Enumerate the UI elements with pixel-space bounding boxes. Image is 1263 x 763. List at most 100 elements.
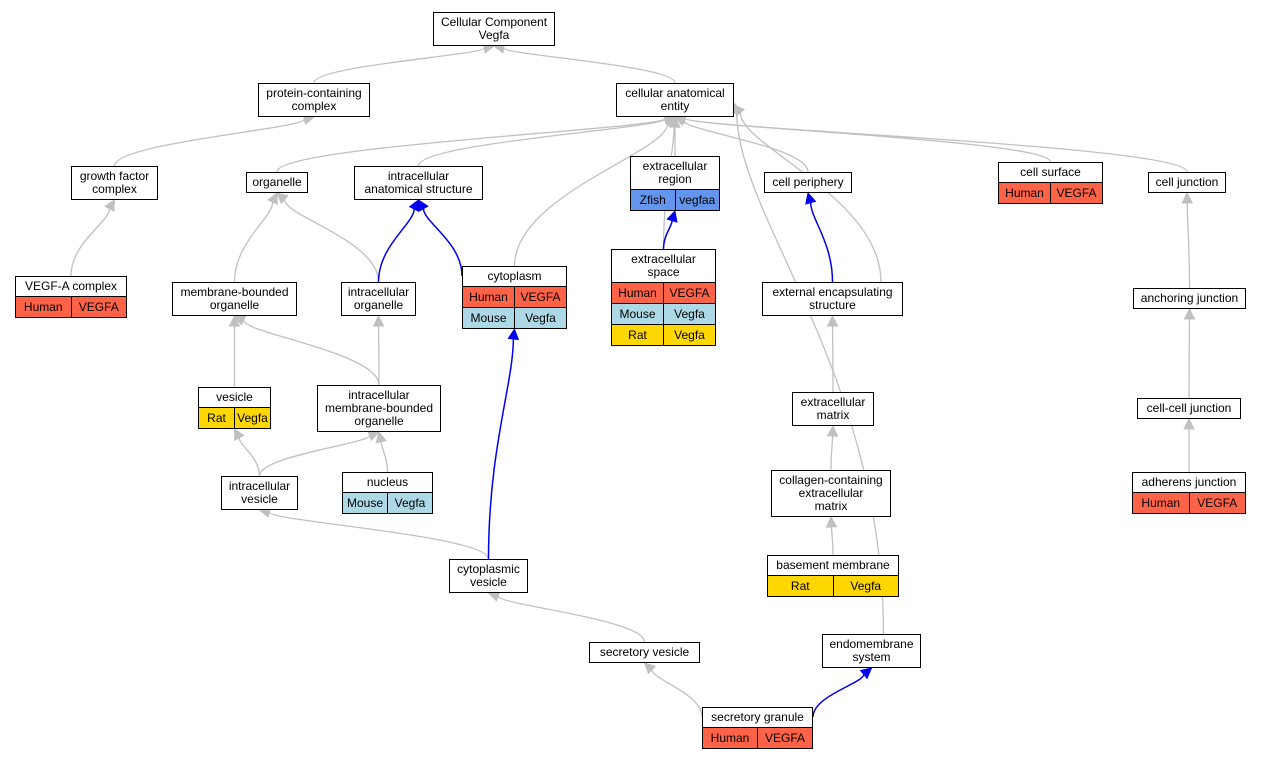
species-cell: Rat bbox=[768, 576, 833, 596]
edge-ccem-to-em bbox=[830, 435, 834, 471]
term-label-line: vesicle bbox=[241, 492, 278, 506]
arrowhead-cyto-to-ias bbox=[417, 199, 429, 212]
term-label: VEGF-A complex bbox=[16, 277, 126, 296]
species-cell: Rat bbox=[199, 408, 234, 428]
term-label-line: cell surface bbox=[1020, 165, 1081, 179]
go-term-aj[interactable]: anchoring junction bbox=[1133, 288, 1246, 309]
term-label-line: space bbox=[647, 265, 680, 279]
species-cell: Human bbox=[1133, 493, 1189, 513]
species-cell: Human bbox=[612, 283, 663, 303]
arrowhead-ves-to-mbo bbox=[228, 314, 241, 327]
term-label: cytoplasm bbox=[463, 267, 566, 286]
term-label-line: intracellular bbox=[348, 388, 410, 402]
gene-cell: Vegfa bbox=[514, 308, 566, 328]
species-cell: Human bbox=[16, 297, 71, 317]
term-label-line: structure bbox=[809, 298, 856, 312]
term-label-line: matrix bbox=[816, 408, 850, 422]
term-label-line: organelle bbox=[353, 298, 404, 312]
term-label-line: secretory vesicle bbox=[599, 645, 690, 659]
term-label-line: external encapsulating bbox=[772, 285, 893, 299]
species-cell: Mouse bbox=[343, 493, 387, 513]
go-term-org[interactable]: organelle bbox=[246, 172, 308, 193]
term-label-line: system bbox=[852, 650, 891, 664]
go-term-cj[interactable]: cell junction bbox=[1148, 172, 1226, 193]
term-label-line: nucleus bbox=[366, 475, 409, 489]
go-term-cp[interactable]: cell periphery bbox=[764, 172, 852, 193]
term-label: cell-cell junction bbox=[1138, 399, 1240, 418]
edge-cae-to-root bbox=[503, 47, 676, 84]
gene-cell: VEGFA bbox=[757, 728, 812, 748]
edge-iv-to-imbo bbox=[258, 434, 371, 477]
species-cell: Mouse bbox=[463, 308, 514, 328]
term-label-line: organelle bbox=[252, 175, 302, 189]
edge-ecs-to-cp bbox=[809, 202, 834, 283]
term-label-line: adherens junction bbox=[1141, 475, 1237, 489]
term-label-line: intracellular bbox=[347, 285, 410, 299]
arrowhead-em-to-ecs bbox=[826, 314, 839, 327]
term-label-line: intracellular bbox=[387, 169, 450, 183]
term-label-line: collagen-containing bbox=[779, 473, 883, 487]
term-label: organelle bbox=[247, 173, 307, 192]
arrowhead-sg-to-ems bbox=[859, 667, 873, 680]
term-label-line: secretory granule bbox=[711, 710, 804, 724]
term-label: adherens junction bbox=[1133, 473, 1245, 492]
arrowhead-iv-to-ves bbox=[233, 428, 245, 441]
edge-cyto-to-cae bbox=[513, 123, 669, 267]
go-term-ccj[interactable]: cell-cell junction bbox=[1137, 398, 1241, 419]
arrowhead-io-to-org bbox=[276, 192, 289, 205]
edge-cj-to-cae bbox=[684, 117, 1188, 173]
edge-aj-to-cj bbox=[1186, 202, 1191, 289]
arrowhead-aj-to-cj bbox=[1181, 191, 1194, 204]
species-cell: Zfish bbox=[631, 190, 675, 210]
arrowhead-ecs-to-cp bbox=[805, 191, 817, 205]
edge-bm-to-ccem bbox=[830, 526, 834, 556]
edge-sg-to-ems bbox=[812, 674, 865, 718]
gene-cell: vegfaa bbox=[674, 190, 719, 210]
go-term-sv[interactable]: secretory vesicle bbox=[589, 642, 700, 663]
term-label-line: protein-containing bbox=[266, 86, 362, 100]
term-label-line: cell periphery bbox=[772, 175, 844, 189]
edge-iv-to-ves bbox=[238, 437, 261, 477]
term-label-line: cytoplasmic bbox=[457, 562, 520, 576]
gene-cell: VEGFA bbox=[70, 297, 126, 317]
edge-ias-to-cae bbox=[417, 118, 666, 167]
gene-cell: Vegfa bbox=[663, 325, 715, 345]
